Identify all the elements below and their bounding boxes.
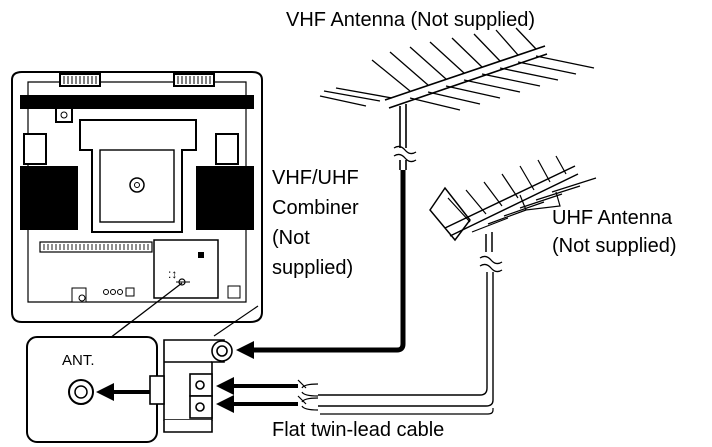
combiner-leader-line	[213, 305, 259, 337]
vhf-antenna-label: VHF Antenna (Not supplied)	[286, 9, 536, 31]
svg-text::↕: :↕	[168, 267, 177, 281]
combiner-label-line-2: Combiner	[272, 197, 359, 219]
uhf-twin-lead-wire-1	[318, 272, 488, 396]
twin-lead-cable-label: Flat twin-lead cable	[272, 419, 445, 441]
ant-terminal-callout	[26, 336, 158, 443]
uhf-antenna-label-line-1: UHF Antenna	[552, 207, 673, 229]
uhf-twin-lead-wire-2	[318, 272, 494, 407]
vhf-antenna	[319, 27, 595, 170]
ant-terminal-label: ANT.	[62, 352, 95, 369]
arrow-to-combiner	[236, 341, 254, 359]
uhf-antenna	[429, 155, 597, 273]
combiner-label-line-1: VHF/UHF	[272, 167, 359, 189]
twin-lead-lower-1	[320, 408, 494, 415]
combiner-label-line-4: supplied)	[272, 257, 354, 279]
tv-rear-view: :↕	[11, 71, 263, 323]
vhf-coax-cable	[252, 170, 406, 353]
uhf-antenna-label-line-2: (Not supplied)	[552, 235, 677, 257]
combiner-label-line-3: (Not	[272, 227, 310, 249]
callout-leader-line	[109, 282, 183, 339]
